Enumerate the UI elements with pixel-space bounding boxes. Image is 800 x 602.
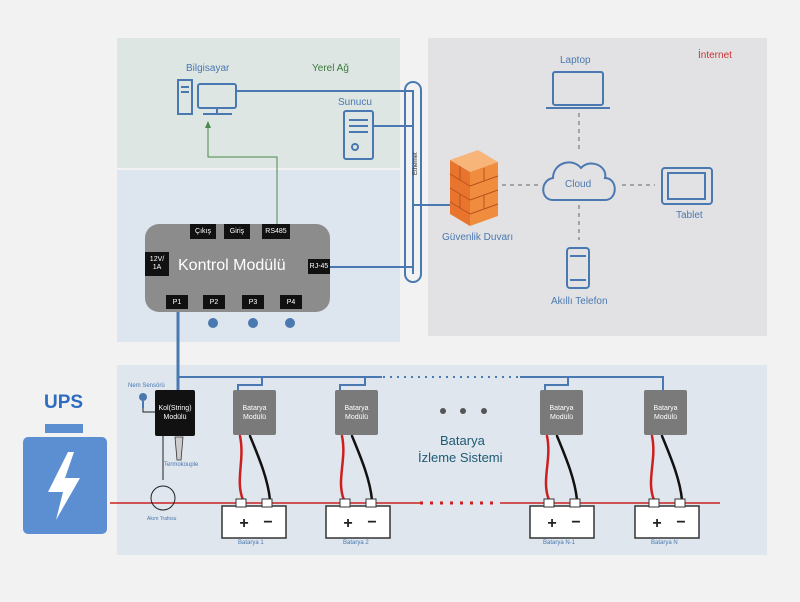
battery-n-1-label: Batarya N-1: [543, 540, 576, 546]
current-transformer-label: Akım Trafosu: [147, 516, 177, 522]
humidity-sensor-icon: [139, 393, 147, 408]
battery-n-icon: + −: [634, 498, 700, 539]
battery-module-1: Batarya Modülü: [233, 390, 276, 435]
ethernet-label: Ethernet: [413, 152, 419, 175]
computer-icon: [177, 79, 237, 115]
arrow-head-icon: [205, 121, 211, 128]
string-module-wiring: [142, 407, 176, 511]
port-input: Giriş: [224, 224, 250, 239]
port-rj45: RJ-45: [308, 259, 330, 274]
svg-text:+: +: [547, 515, 556, 532]
humidity-sensor-label: Nem Sensörü: [128, 383, 165, 389]
internet-title: İnternet: [698, 50, 732, 61]
computer-label: Bilgisayar: [186, 63, 230, 74]
ethernet-cable: [404, 81, 422, 283]
battery-1-icon: + −: [221, 498, 287, 539]
ups-label: UPS: [44, 392, 84, 413]
battery-system-title-1: Batarya: [440, 433, 485, 448]
firewall-icon: [449, 150, 499, 226]
thermocouple-label: Termokouple: [164, 462, 199, 468]
battery-n-label: Batarya N: [651, 540, 678, 546]
power-port: 12V/ 1A: [145, 252, 169, 276]
phone-icon: [566, 247, 590, 289]
more-modules-dots: [440, 408, 487, 414]
laptop-label: Laptop: [560, 55, 591, 66]
battery-module-n-1: Batarya Modülü: [540, 390, 583, 435]
port-p4: P4: [280, 295, 302, 309]
rs485-link: [207, 126, 278, 224]
server-icon: [343, 110, 374, 160]
port-p1: P1: [166, 295, 188, 309]
port-p2: P2: [203, 295, 225, 309]
ups-icon: [23, 424, 107, 534]
battery-1-label: Batarya 1: [238, 540, 264, 546]
phone-label: Akıllı Telefon: [551, 296, 608, 307]
control-module-title: Kontrol Modülü: [178, 257, 286, 274]
battery-n-1-icon: + −: [529, 498, 595, 539]
battery-module-2: Batarya Modülü: [335, 390, 378, 435]
laptop-icon: [546, 71, 610, 109]
svg-text:−: −: [367, 514, 376, 531]
string-module: Kol(String) Modülü: [155, 390, 195, 436]
tablet-icon: [661, 167, 713, 205]
firewall-label: Güvenlik Duvarı: [442, 232, 514, 243]
port-p3: P3: [242, 295, 264, 309]
svg-text:−: −: [263, 514, 272, 531]
cloud-label: Cloud: [565, 179, 592, 190]
battery-system-title-2: İzleme Sistemi: [418, 450, 503, 465]
svg-text:+: +: [652, 515, 661, 532]
battery-2-label: Batarya 2: [343, 540, 369, 546]
thermocouple-icon: [174, 436, 184, 461]
port-output: Çıkış: [190, 224, 216, 239]
svg-text:−: −: [571, 514, 580, 531]
server-label: Sunucu: [338, 97, 372, 108]
port-dots: [208, 318, 295, 328]
internet-links: [502, 113, 655, 240]
svg-text:+: +: [343, 515, 352, 532]
svg-text:+: +: [239, 515, 248, 532]
lan-title: Yerel Ağ: [312, 63, 349, 74]
cloud-icon: [542, 161, 616, 201]
tablet-label: Tablet: [676, 210, 703, 221]
module-bus: [177, 376, 664, 392]
battery-leads: [238, 434, 684, 502]
battery-2-icon: + −: [325, 498, 391, 539]
battery-module-n: Batarya Modülü: [644, 390, 687, 435]
port-rs485: RS485: [262, 224, 290, 239]
svg-text:−: −: [676, 514, 685, 531]
